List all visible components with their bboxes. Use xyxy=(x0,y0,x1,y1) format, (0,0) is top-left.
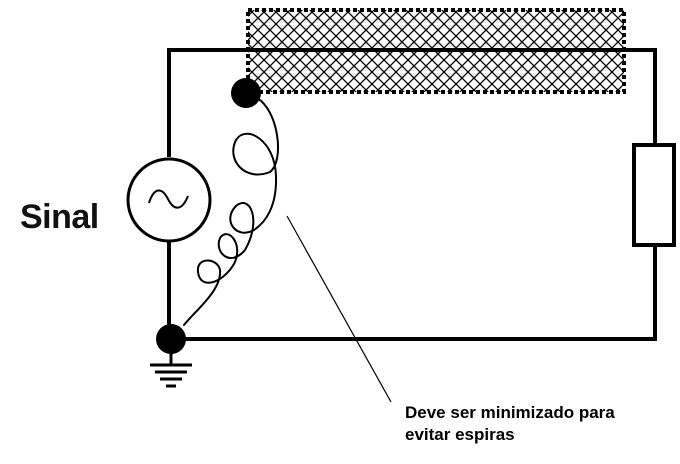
annotation-line-1: Deve ser minimizado para xyxy=(405,403,615,422)
annotation-note: Deve ser minimizado para evitar espiras xyxy=(405,402,675,446)
ac-source-icon xyxy=(126,157,212,243)
annotation-line-2: evitar espiras xyxy=(405,425,515,444)
pigtail-coil xyxy=(183,97,279,326)
ground-terminal-dot xyxy=(156,324,186,354)
resistor-icon xyxy=(632,143,676,247)
signal-label: Sinal xyxy=(20,198,99,236)
shield-terminal-dot xyxy=(231,78,261,108)
annotation-leader xyxy=(286,215,392,403)
shielded-cable xyxy=(246,8,626,94)
ground-icon xyxy=(150,352,192,388)
